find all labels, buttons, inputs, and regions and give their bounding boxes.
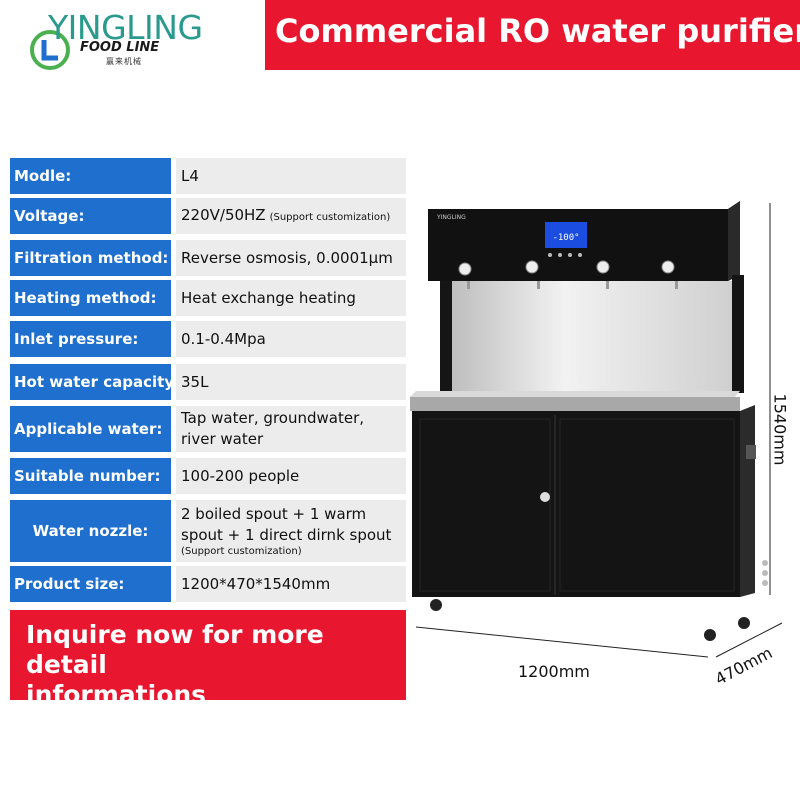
width-dimension-label: 1200mm xyxy=(518,662,590,681)
spec-row-hot-water: Hot water capacity: 35L xyxy=(10,364,406,400)
spec-label: Suitable number: xyxy=(10,458,171,494)
panel-button-icon xyxy=(568,253,572,257)
spec-row-filtration: Filtration method: Reverse osmosis, 0.00… xyxy=(10,240,406,276)
wheel-icon xyxy=(430,599,442,611)
spout-icon xyxy=(467,281,470,289)
logo-subtitle: FOOD LINE xyxy=(80,40,160,55)
tap-knob-icon xyxy=(661,260,675,274)
width-dimension-line xyxy=(415,626,709,658)
spec-row-heating: Heating method: Heat exchange heating xyxy=(10,280,406,316)
water-purifier-image: YINGLING -100° xyxy=(410,201,783,658)
drip-tray xyxy=(410,397,740,411)
title-banner: Commercial RO water purifier xyxy=(265,0,800,70)
spec-label: Heating method: xyxy=(10,280,171,316)
height-dimension-label: 1540mm xyxy=(770,393,790,466)
panel-button-icon xyxy=(548,253,552,257)
cta-line-1: Inquire now for more detail xyxy=(26,620,324,679)
logo-mark-icon xyxy=(30,30,70,70)
spec-row-suitable-number: Suitable number: 100-200 people xyxy=(10,458,406,494)
panel-brand-text: YINGLING xyxy=(436,214,466,221)
spec-label: Applicable water: xyxy=(10,406,171,452)
spec-row-product-size: Product size: 1200*470*1540mm xyxy=(10,566,406,602)
tap-knob-icon xyxy=(458,262,472,276)
spec-label: Voltage: xyxy=(10,198,171,234)
lcd-display-icon xyxy=(545,222,587,248)
spout-icon xyxy=(537,281,540,289)
spec-label: Hot water capacity: xyxy=(10,364,180,400)
spout-icon xyxy=(675,281,678,289)
page-title: Commercial RO water purifier xyxy=(275,12,800,50)
panel-button-icon xyxy=(558,253,562,257)
logo-chinese-name: 赢来机械 xyxy=(106,57,142,66)
depth-dimension-line xyxy=(715,622,783,658)
spec-value: Tap water, groundwater, river water xyxy=(176,406,406,452)
spec-row-model: Modle: L4 xyxy=(10,158,406,194)
spec-label: Filtration method: xyxy=(10,240,171,276)
tap-knob-icon xyxy=(525,260,539,274)
inquire-cta-banner[interactable]: Inquire now for more detail informations xyxy=(10,610,406,709)
spec-value: 35L xyxy=(176,364,406,400)
spec-value: L4 xyxy=(176,158,406,194)
spec-row-water-nozzle: Water nozzle: 2 boiled spout + 1 warm sp… xyxy=(10,500,406,562)
wheel-icon xyxy=(738,617,750,629)
spec-label: Inlet pressure: xyxy=(10,321,171,357)
cabinet xyxy=(412,411,740,597)
spec-value: Reverse osmosis, 0.0001μm xyxy=(176,240,406,276)
spout-icon xyxy=(606,281,609,289)
cabinet-lock-icon xyxy=(540,492,550,502)
logo[interactable]: YINGLING FOOD LINE 赢来机械 xyxy=(0,0,265,70)
spec-value: 2 boiled spout + 1 warm spout + 1 direct… xyxy=(176,500,406,562)
cta-line-2: informations xyxy=(26,680,207,709)
panel-button-icon xyxy=(578,253,582,257)
spec-value: 220V/50HZ(Support customization) xyxy=(176,198,406,234)
spec-value: 0.1-0.4Mpa xyxy=(176,321,406,357)
spec-label: Product size: xyxy=(10,566,171,602)
spec-label: Modle: xyxy=(10,158,171,194)
spec-note: (Support customization) xyxy=(181,546,302,557)
spec-value: Heat exchange heating xyxy=(176,280,406,316)
logo-brand-text: YINGLING xyxy=(48,8,203,47)
spec-row-applicable-water: Applicable water: Tap water, groundwater… xyxy=(10,406,406,452)
spec-row-inlet-pressure: Inlet pressure: 0.1-0.4Mpa xyxy=(10,321,406,357)
spec-row-voltage: Voltage: 220V/50HZ(Support customization… xyxy=(10,198,406,234)
spec-note: (Support customization) xyxy=(269,211,391,223)
spec-label: Water nozzle: xyxy=(10,500,171,562)
backsplash xyxy=(450,281,735,391)
display-readout: -100° xyxy=(552,233,579,243)
spec-value: 100-200 people xyxy=(176,458,406,494)
wheel-icon xyxy=(704,629,716,641)
spec-value: 1200*470*1540mm xyxy=(176,566,406,602)
header: YINGLING FOOD LINE 赢来机械 Commercial RO wa… xyxy=(0,0,800,70)
tap-knob-icon xyxy=(596,260,610,274)
